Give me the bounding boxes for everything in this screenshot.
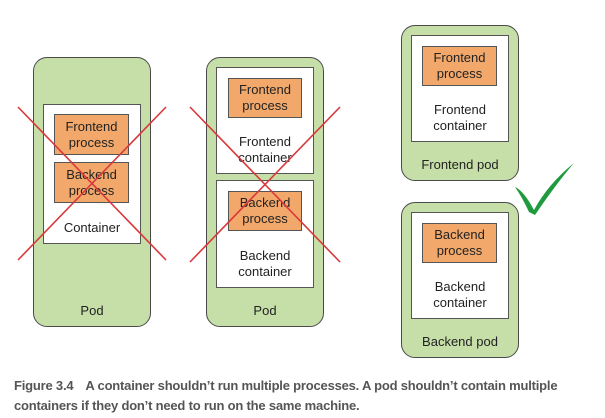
backend-container-label: Backend container [433, 279, 487, 310]
middle-frontend-container-label: Frontend container [238, 134, 292, 165]
frontend-container-label: Frontend container [433, 102, 487, 133]
middle-pod-label: Pod [253, 303, 277, 318]
frontend-process: Frontend process [422, 46, 497, 86]
backend-process: Backend process [422, 223, 497, 263]
middle-backend-container-label: Backend container [238, 248, 292, 279]
backend-pod-label: Backend pod [422, 334, 498, 349]
caption-text: A container shouldn’t run multiple proce… [14, 378, 558, 413]
checkmark-icon [515, 163, 574, 215]
middle-backend-process: Backend process [228, 191, 302, 231]
middle-frontend-process: Frontend process [228, 78, 302, 118]
left-backend-process: Backend process [54, 162, 129, 203]
figure-number: Figure 3.4 [14, 378, 74, 393]
frontend-pod-label: Frontend pod [421, 157, 499, 172]
left-pod-label: Pod [80, 303, 104, 318]
left-container-label: Container [63, 220, 121, 235]
left-frontend-process: Frontend process [54, 114, 129, 155]
